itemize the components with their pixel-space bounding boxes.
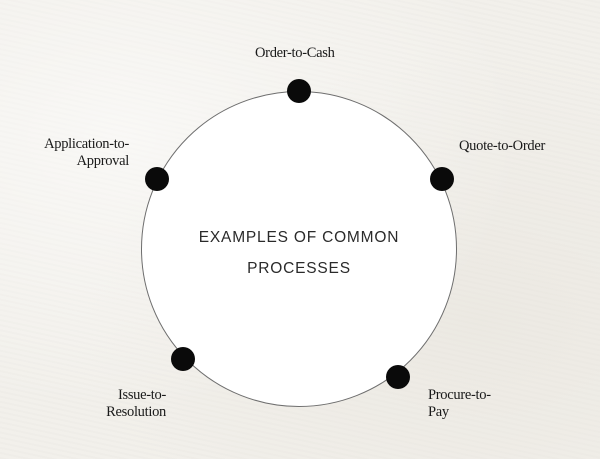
center-title-line-1: EXAMPLES OF COMMON (198, 229, 400, 246)
node-dot-quote-to-order (430, 167, 454, 191)
node-dot-procure-to-pay (386, 365, 410, 389)
node-label-line-2: Pay (428, 404, 449, 420)
node-dot-application-to-approval (145, 167, 169, 191)
node-dot-issue-to-resolution (171, 347, 195, 371)
node-label-procure-to-pay: Procure-to- Pay (428, 387, 491, 421)
node-label-quote-to-order: Quote-to-Order (459, 138, 545, 155)
node-label-line-2: Approval (76, 153, 130, 169)
node-label-application-to-approval: Application-to- Approval (30, 136, 129, 170)
node-label-line-2: Resolution (106, 404, 166, 420)
node-dot-order-to-cash (287, 79, 311, 103)
node-label-line-1: Quote-to-Order (459, 138, 545, 154)
center-title-line-2: PROCESSES (247, 260, 351, 277)
node-label-line-1: Order-to-Cash (255, 45, 335, 61)
node-label-line-1: Issue-to- (117, 387, 166, 403)
center-title: EXAMPLES OF COMMON PROCESSES (149, 222, 449, 284)
node-label-line-1: Application-to- (44, 136, 129, 152)
node-label-issue-to-resolution: Issue-to- Resolution (100, 387, 166, 421)
node-label-order-to-cash: Order-to-Cash (255, 45, 335, 62)
node-label-line-1: Procure-to- (428, 387, 491, 403)
